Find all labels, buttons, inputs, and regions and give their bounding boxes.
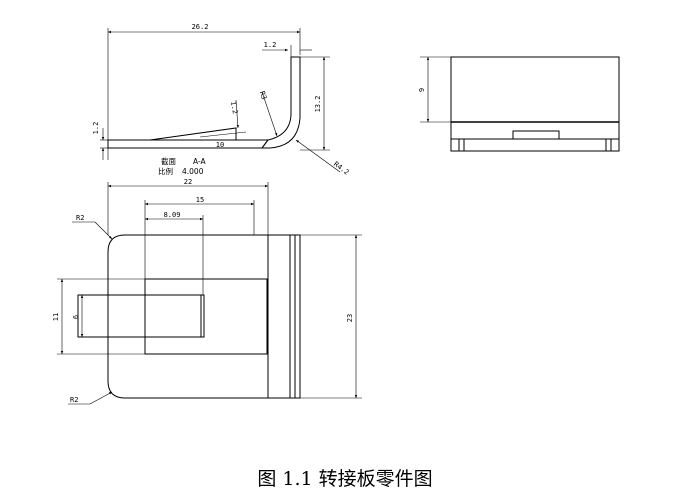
dim-outer-radius: R4.2	[332, 160, 350, 177]
dim-base-thickness: 1.2	[92, 122, 100, 135]
section-base-plate	[107, 139, 269, 149]
dim-height-23: 23	[346, 314, 354, 322]
dim-side-height: 9	[418, 88, 426, 92]
plan-view: 22 15 8.09 23 11 6 R2 R2	[52, 178, 362, 405]
dim-bump-angle: 10	[216, 141, 224, 149]
section-label-name: A-A	[193, 157, 207, 166]
dim-height-6: 6	[72, 315, 80, 319]
figure-caption: 图 1.1 转接板零件图	[257, 468, 433, 490]
scale-value: 4.000	[182, 167, 204, 176]
dim-width-15: 15	[196, 196, 204, 204]
section-bump	[149, 127, 237, 141]
section-view: 26.2 1.2 13.2 1.2 1.2 10 R3	[92, 23, 350, 177]
dim-overall-length: 26.2	[192, 23, 209, 31]
dim-bump-height: 1.2	[229, 101, 239, 115]
dim-radius-top: R2	[76, 214, 84, 222]
dim-top-thickness: 1.2	[264, 41, 277, 49]
dim-height-11: 11	[52, 313, 60, 321]
dim-width-22: 22	[184, 178, 192, 186]
plan-outline	[107, 234, 301, 399]
scale-label: 比例	[158, 166, 173, 176]
plan-slot	[77, 294, 205, 338]
side-view-bump	[512, 130, 560, 140]
section-vertical-leg	[261, 56, 301, 149]
dim-height: 13.2	[314, 96, 322, 113]
side-view-body	[450, 56, 620, 152]
side-view: 9	[418, 56, 620, 152]
dim-radius-bottom: R2	[70, 396, 78, 404]
section-label-title: 截面	[161, 156, 176, 166]
dim-inner-radius: R3	[258, 90, 268, 100]
dim-width-809: 8.09	[164, 211, 181, 219]
plan-cutout	[144, 278, 268, 355]
